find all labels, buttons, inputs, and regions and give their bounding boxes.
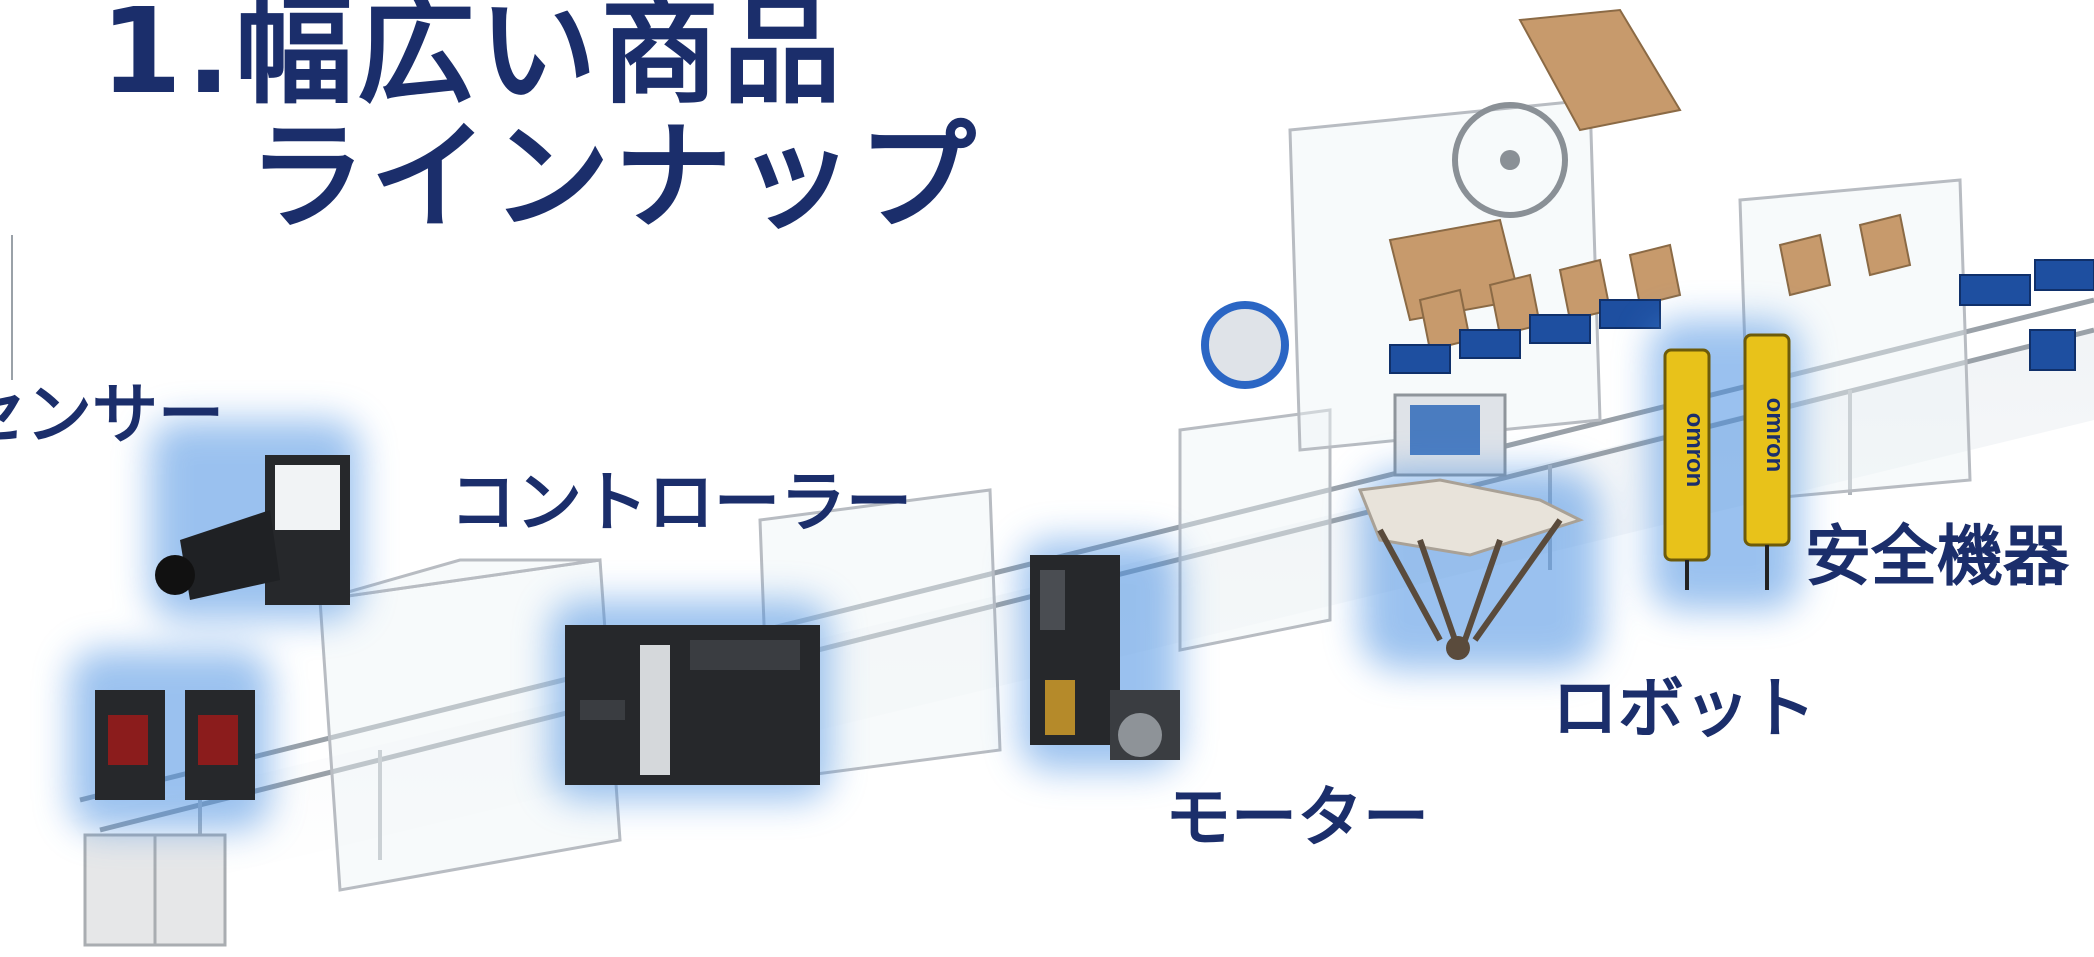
- omron-logo: omron: [1761, 398, 1788, 473]
- reel-wheel: [1452, 102, 1568, 218]
- page-title-line1: 1.幅広い商品: [100, 0, 845, 120]
- label-controller: コントローラー: [450, 464, 912, 541]
- safety-light-curtains: omron omron: [1663, 333, 1791, 590]
- label-robot: ロボット: [1552, 670, 1816, 747]
- delta-robot: [1357, 478, 1584, 660]
- plc-controller: [565, 625, 820, 785]
- cartons: [1388, 8, 1912, 352]
- blue-totes: [1389, 259, 2094, 374]
- label-motor: モーター: [1165, 779, 1429, 856]
- label-roll: [1201, 301, 1289, 389]
- servo-motor: [1110, 690, 1180, 760]
- page-title-line2: ラインナップ: [248, 108, 981, 246]
- servo-drive: [1030, 555, 1120, 745]
- omron-logo: omron: [1681, 413, 1708, 488]
- vision-camera: [155, 455, 350, 605]
- photoelectric-sensors: [95, 690, 255, 800]
- label-sensor: センサー: [0, 376, 224, 453]
- label-safety: 安全機器: [1805, 518, 2069, 595]
